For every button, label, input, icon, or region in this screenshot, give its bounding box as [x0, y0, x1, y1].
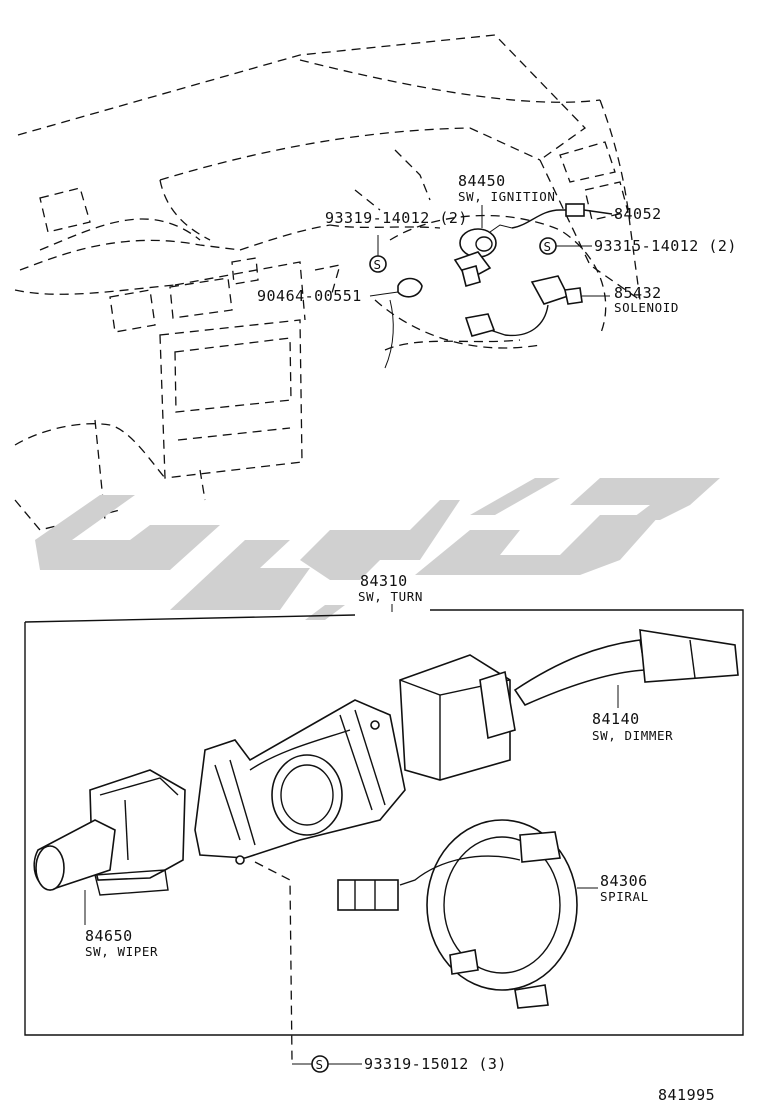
wiper-switch-part	[33, 769, 186, 925]
svg-text:85432: 85432	[614, 284, 662, 302]
svg-text:84306: 84306	[600, 872, 648, 890]
dimmer-switch-part	[399, 629, 739, 781]
svg-text:90464-00551: 90464-00551	[257, 287, 362, 305]
svg-text:SW, TURN: SW, TURN	[358, 589, 423, 604]
svg-text:841995: 841995	[658, 1086, 715, 1104]
svg-text:S: S	[316, 1057, 324, 1072]
label-84052: 84052	[614, 205, 662, 223]
label-84650: 84650 SW, WIPER	[85, 927, 158, 959]
svg-text:93319-15012 (3): 93319-15012 (3)	[364, 1055, 507, 1073]
svg-text:84450: 84450	[458, 172, 506, 190]
figure-id: 841995	[658, 1086, 715, 1104]
screw-symbol: S	[369, 235, 387, 273]
label-84140: 84140 SW, DIMMER	[592, 710, 673, 743]
spiral-cable-part	[337, 819, 598, 1009]
label-93319-14012: 93319-14012 (2)	[325, 209, 468, 227]
label-93319-15012: 93319-15012 (3)	[364, 1055, 507, 1073]
label-84450: 84450 SW, IGNITION	[458, 172, 556, 228]
svg-text:SOLENOID: SOLENOID	[614, 300, 679, 315]
ignition-switch-part	[453, 224, 513, 287]
screw-symbol: S	[292, 1055, 362, 1073]
svg-text:SW, DIMMER: SW, DIMMER	[592, 728, 673, 743]
svg-text:84650: 84650	[85, 927, 133, 945]
svg-text:84052: 84052	[614, 205, 662, 223]
watermark-logo	[35, 478, 720, 620]
svg-text:SPIRAL: SPIRAL	[600, 889, 649, 904]
screw-symbol: S	[539, 237, 592, 255]
svg-text:S: S	[374, 257, 382, 272]
svg-text:84140: 84140	[592, 710, 640, 728]
svg-text:SW, IGNITION: SW, IGNITION	[458, 189, 556, 204]
solenoid-part	[464, 275, 610, 337]
wire-harness-84052	[511, 203, 613, 229]
svg-text:93319-14012 (2): 93319-14012 (2)	[325, 209, 468, 227]
label-84306: 84306 SPIRAL	[600, 872, 649, 904]
turn-switch-body-part	[194, 699, 406, 865]
turn-switch-assembly-box	[24, 604, 744, 1036]
label-85432: 85432 SOLENOID	[614, 284, 679, 315]
svg-text:SW, WIPER: SW, WIPER	[85, 944, 158, 959]
svg-text:84310: 84310	[360, 572, 408, 590]
svg-text:S: S	[544, 239, 552, 254]
svg-text:93315-14012 (2): 93315-14012 (2)	[594, 237, 737, 255]
label-93315-14012: 93315-14012 (2)	[594, 237, 737, 255]
clamp-part	[369, 277, 423, 298]
label-90464-00551: 90464-00551	[257, 287, 362, 305]
label-84310: 84310 SW, TURN	[358, 572, 423, 604]
